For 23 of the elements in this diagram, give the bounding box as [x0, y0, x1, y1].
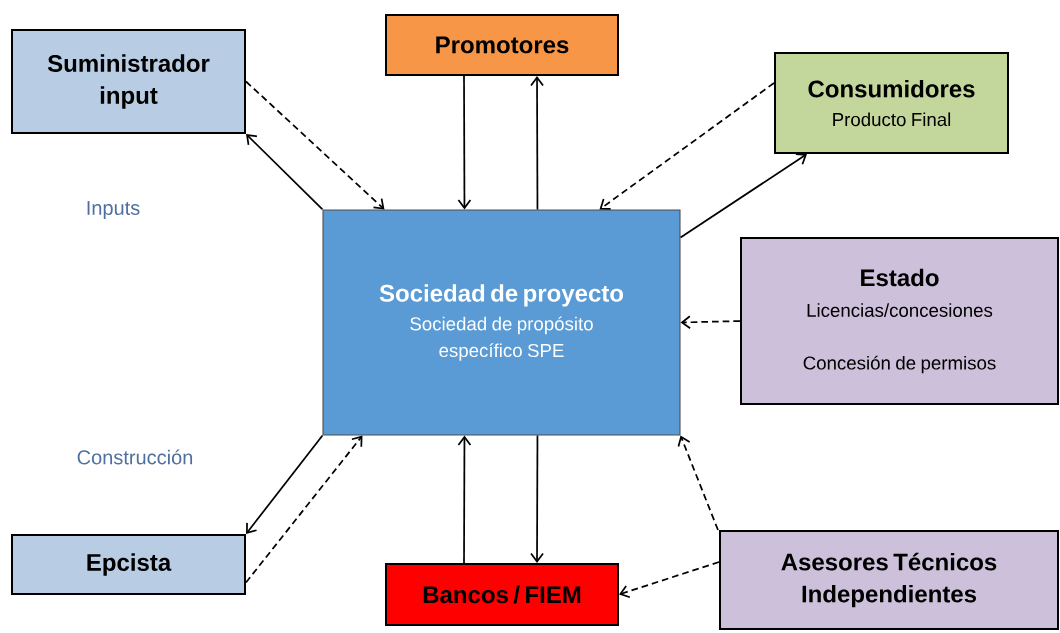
actor-box: Consumidores Producto Final: [774, 52, 1009, 154]
actor-box: Epcista: [11, 534, 246, 595]
arrow: [246, 134, 324, 211]
arrow: [530, 434, 544, 563]
side-label: Construcción: [77, 449, 193, 465]
arrow: [599, 82, 775, 210]
arrow: [619, 561, 720, 599]
actor-box: Promotores: [385, 14, 619, 76]
actor-box: Suministrador input: [11, 29, 246, 134]
side-label: Inputs: [87, 201, 140, 219]
arrow: [680, 315, 741, 330]
company-box: Sociedad de proyecto Sociedad de propósito específico SPE: [322, 209, 681, 436]
actor-box: Asesores Técnicos Independientes: [719, 530, 1059, 630]
arrow: [457, 435, 472, 564]
arrow: [245, 435, 363, 584]
arrow: [679, 153, 807, 239]
arrow: [457, 75, 472, 210]
actor-box: Bancos / FIEM: [385, 563, 619, 626]
arrow: [530, 76, 544, 211]
arrow: [677, 435, 719, 531]
arrow: [246, 434, 324, 534]
arrow: [245, 80, 385, 210]
actor-box: Estado Licencias/concesiones Concesión de permisos: [740, 237, 1059, 405]
